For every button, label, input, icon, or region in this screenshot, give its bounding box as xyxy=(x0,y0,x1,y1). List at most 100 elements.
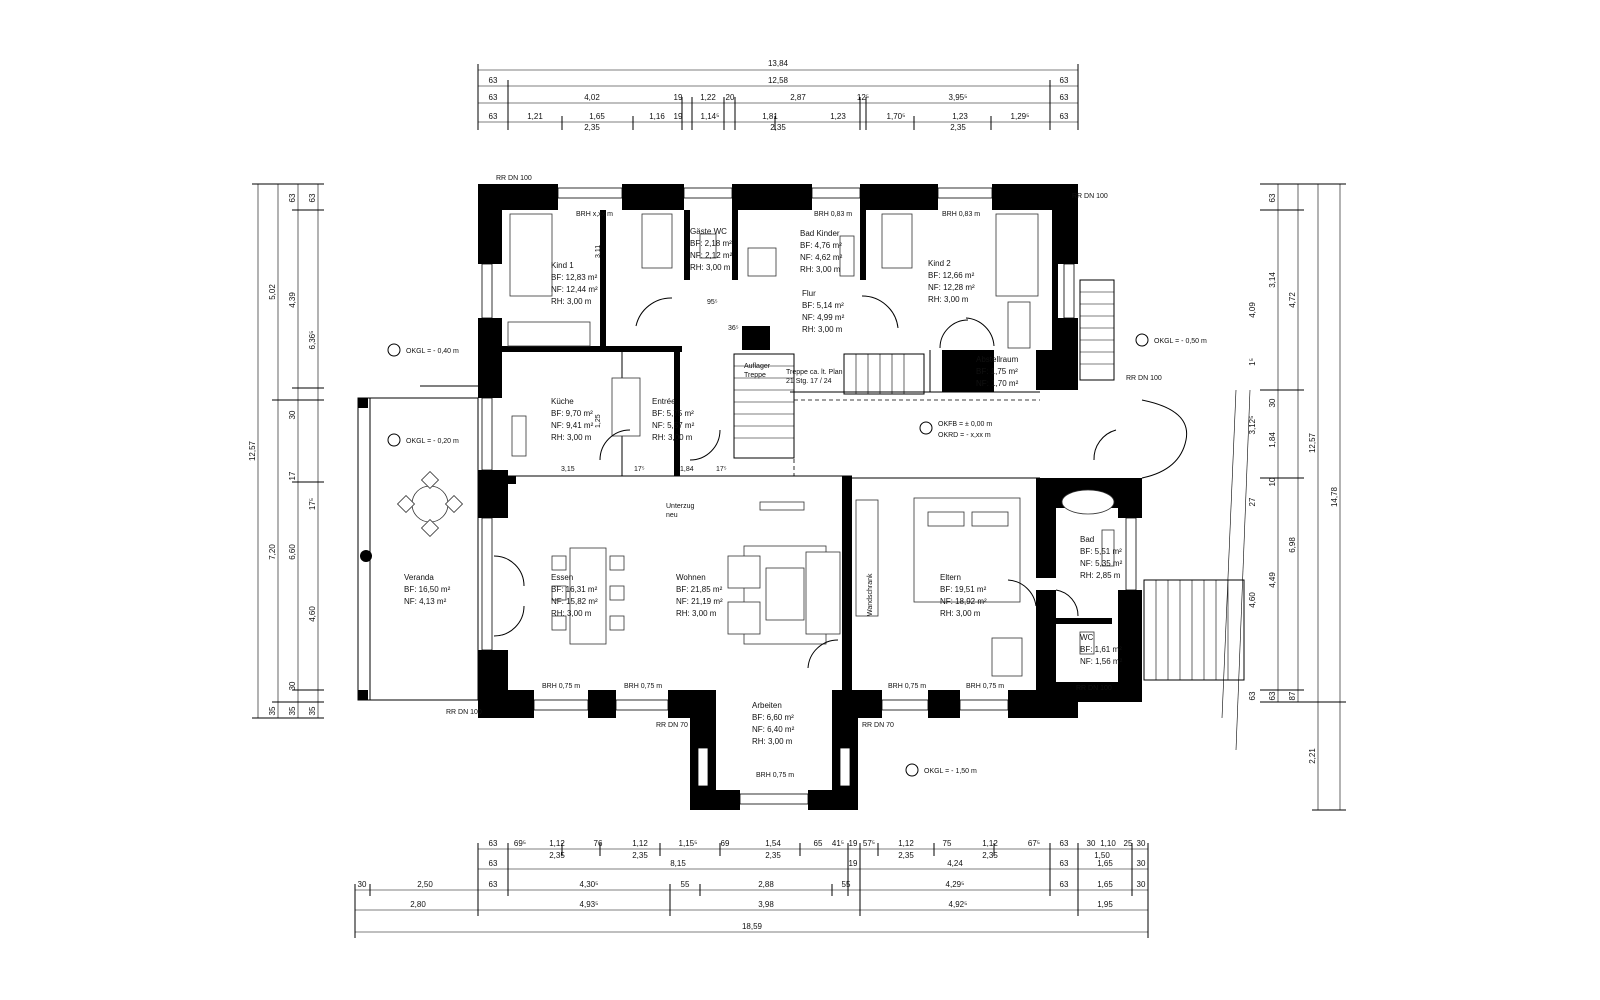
dim-bot-r1b-5: 1,50 xyxy=(1094,851,1110,860)
dim-bot-r1-12: 1,12 xyxy=(898,839,914,848)
dim-top-r2-0: 63 xyxy=(489,76,498,85)
dim-top-r4-7: 1,23 xyxy=(830,112,846,121)
bed-icon xyxy=(509,213,553,297)
dim-inner-6: 3,11 xyxy=(595,245,602,258)
dim-top-r4-10: 1,29⁵ xyxy=(1011,112,1030,121)
dim-bot-r3-10: 30 xyxy=(1137,880,1146,889)
dim-bot-r2-3: 4,24 xyxy=(947,859,963,868)
dim-bot-r1-2: 1,12 xyxy=(549,839,565,848)
dim-top-r4-8: 1,70⁵ xyxy=(887,112,906,121)
room-name: Abstellraum xyxy=(976,355,1019,364)
room-bf: BF: 12,66 m² xyxy=(928,271,975,280)
dim-right-c2-0: 12,57 xyxy=(1308,432,1317,453)
dim-left-c4-2: 17⁵ xyxy=(308,498,317,510)
dim-bot-r2-0: 63 xyxy=(489,859,498,868)
dim-bot-r3-1: 2,50 xyxy=(417,880,433,889)
dim-top-r3-3: 1,22 xyxy=(700,93,716,102)
toilet-icon xyxy=(699,233,717,259)
dim-top-r2-2: 63 xyxy=(1060,76,1069,85)
dim-left-c3-0: 63 xyxy=(288,193,297,202)
dim-right-c3-2: 87 xyxy=(1288,691,1297,700)
room-bf: BF: 5,75 m² xyxy=(652,409,694,418)
dim-top-r4-11: 63 xyxy=(1060,112,1069,121)
dim-bot-r1b-0: 2,35 xyxy=(549,851,565,860)
dim-bot-r4-1: 4,93⁵ xyxy=(580,900,599,909)
room-essen: Essen BF: 16,31 m² NF: 15,82 m² RH: 3,00… xyxy=(551,573,598,618)
level-okrd: OKRD = - x,xx m xyxy=(938,432,991,439)
label-neu: neu xyxy=(666,512,678,519)
dim-top-r4-4: 19 xyxy=(674,112,683,121)
dim-bot-r1-19: 25 xyxy=(1124,839,1133,848)
armchair-icon xyxy=(727,601,761,635)
room-kind2: Kind 2 BF: 12,66 m² NF: 12,28 m² RH: 3,0… xyxy=(928,259,975,304)
bottom-dimension-chains: 63 69⁵ 1,12 76 1,12 1,15⁵ 69 1,54 65 41⁵… xyxy=(354,839,1149,938)
dim-left-c4-4: 35 xyxy=(308,706,317,715)
room-rh: RH: 3,00 m xyxy=(652,433,693,442)
dim-right-c3-0: 4,72 xyxy=(1288,292,1297,308)
label-rr-bottom-left: RR DN 100 xyxy=(446,709,482,716)
room-bf: BF: 1,75 m² xyxy=(976,367,1018,376)
dim-right-c4-9: 63 xyxy=(1248,691,1257,700)
furniture xyxy=(396,213,1117,677)
top-dimension-chains: 13,84 63 12,58 63 63 4,02 19 1,22 20 2,8… xyxy=(477,59,1079,132)
dim-bot-r1b-2: 2,35 xyxy=(765,851,781,860)
dim-bot-r3-9: 1,65 xyxy=(1097,880,1113,889)
level-okgl-050: OKGL = - 0,50 m xyxy=(1154,338,1207,345)
dim-bot-r1-7: 1,54 xyxy=(765,839,781,848)
dim-right-c4-5: 1,84 xyxy=(1268,432,1277,448)
room-bf: BF: 16,50 m² xyxy=(404,585,451,594)
room-name: Flur xyxy=(802,289,816,298)
level-okgl-040: OKGL = - 0,40 m xyxy=(406,348,459,355)
dim-bot-r1-4: 1,12 xyxy=(632,839,648,848)
dim-left-c4-0: 63 xyxy=(308,193,317,202)
dim-right-c2-1: 2,21 xyxy=(1308,748,1317,764)
label-brh-eltern2: BRH 0,75 m xyxy=(966,683,1004,690)
room-bf: BF: 19,51 m² xyxy=(940,585,987,594)
level-okgl-020: OKGL = - 0,20 m xyxy=(406,438,459,445)
dim-bot-r1-0: 63 xyxy=(489,839,498,848)
room-nf: NF: 5,57 m² xyxy=(652,421,695,430)
room-nf: NF: 5,35 m² xyxy=(1080,559,1123,568)
room-flur: Flur BF: 5,14 m² NF: 4,99 m² RH: 3,00 m xyxy=(802,289,845,334)
dim-left-c2-1: 7,20 xyxy=(268,544,277,560)
dim-top-r4-0: 63 xyxy=(489,112,498,121)
label-unterzug: Unterzug xyxy=(666,503,695,510)
dim-left-c3-6: 35 xyxy=(288,706,297,715)
dim-top-r2-1: 12,58 xyxy=(768,76,789,85)
dim-bot-r4-4: 1,95 xyxy=(1097,900,1113,909)
room-rh: RH: 3,00 m xyxy=(928,295,969,304)
veranda-outline xyxy=(357,385,479,701)
dim-top-r4-9: 1,23 xyxy=(952,112,968,121)
right-dimension-chains: 14,78 12,57 2,21 4,72 6,98 87 63 3,14 4,… xyxy=(1221,183,1346,811)
dim-bot-r1-18: 1,10 xyxy=(1100,839,1116,848)
dim-top-r3-2: 19 xyxy=(674,93,683,102)
dim-bot-r1-5: 1,15⁵ xyxy=(679,839,698,848)
dim-top-r4-2: 1,65 xyxy=(589,112,605,121)
room-bad-kinder: Bad Kinder BF: 4,76 m² NF: 4,62 m² RH: 3… xyxy=(800,229,843,274)
room-bad: Bad BF: 5,51 m² NF: 5,35 m² RH: 2,85 m xyxy=(1080,535,1123,580)
dim-inner-4: 1,84 xyxy=(680,466,694,473)
level-marker-icon xyxy=(387,433,401,447)
dim-top-r4b-1: 2,35 xyxy=(770,123,786,132)
room-nf: NF: 1,70 m² xyxy=(976,379,1019,388)
room-name: Bad xyxy=(1080,535,1094,544)
label-rr-bottom-right: RR DN 100 xyxy=(1076,685,1112,692)
label-brh-kind1: BRH x,xx m xyxy=(576,211,613,218)
level-marker-icon xyxy=(387,343,401,357)
room-bf: BF: 12,83 m² xyxy=(551,273,598,282)
room-abstellraum: Abstellraum BF: 1,75 m² NF: 1,70 m² xyxy=(976,355,1019,388)
dim-bot-r3-6: 55 xyxy=(842,880,851,889)
dim-bot-r1b-3: 2,35 xyxy=(898,851,914,860)
desk-icon xyxy=(991,637,1023,677)
room-bf: BF: 2,18 m² xyxy=(690,239,732,248)
room-kind1: Kind 1 BF: 12,83 m² NF: 12,44 m² RH: 3,0… xyxy=(551,261,598,306)
label-rr-right: RR DN 100 xyxy=(1126,375,1162,382)
room-name: Eltern xyxy=(940,573,961,582)
dim-right-c4-8: 4,49 xyxy=(1268,572,1277,588)
dim-inner-0: 95⁵ xyxy=(707,299,718,306)
label-rr-top-right: RR DN 100 xyxy=(1072,193,1108,200)
room-nf: NF: 15,82 m² xyxy=(551,597,598,606)
room-rh: RH: 3,00 m xyxy=(802,325,843,334)
room-bf: BF: 1,61 m² xyxy=(1080,645,1122,654)
room-name: Kind 1 xyxy=(551,261,574,270)
